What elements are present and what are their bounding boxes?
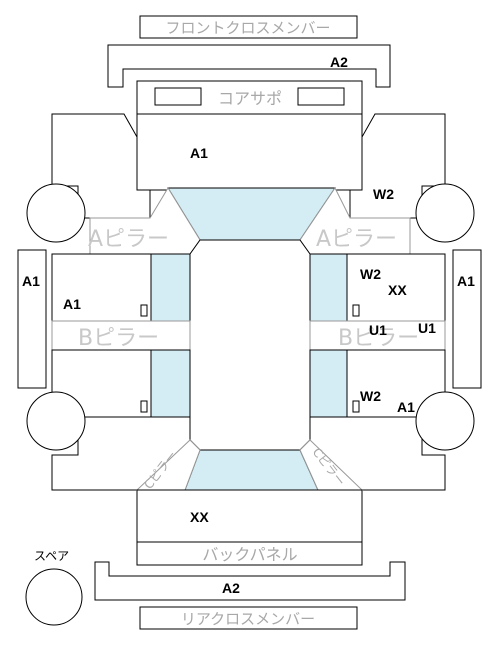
rear-door-window-left[interactable]: [150, 349, 191, 418]
headlight-right[interactable]: [297, 87, 345, 106]
rear-door-handle-left[interactable]: [140, 400, 148, 413]
b-pillar-left-shape[interactable]: [51, 320, 191, 351]
front-door-window-right[interactable]: [309, 253, 348, 322]
rocker-right[interactable]: [452, 249, 482, 389]
rocker-left[interactable]: [17, 249, 47, 389]
rear-cross-member-label: リアクロスメンバー: [181, 610, 315, 628]
rear-cross-member-box[interactable]: [139, 606, 358, 630]
front-door-left-code: A1: [63, 296, 81, 312]
front-door-handle-right[interactable]: [352, 304, 360, 317]
front-door-handle-left[interactable]: [140, 304, 148, 317]
front-cross-member-label: フロントクロスメンバー: [165, 19, 330, 37]
rear-wheel-left[interactable]: [26, 391, 86, 451]
front-cross-member-box[interactable]: [139, 15, 358, 39]
back-panel-label: バックパネル: [202, 545, 297, 564]
rocker-right-code: A1: [457, 273, 475, 289]
rear-door-right-code: W2: [360, 388, 381, 404]
headlight-left[interactable]: [154, 87, 202, 106]
roof[interactable]: [189, 239, 311, 451]
b-pillar-right-code-2: U1: [418, 320, 436, 336]
hood[interactable]: [136, 113, 363, 191]
rear-member-code: A2: [222, 580, 240, 596]
trunk-code: XX: [190, 509, 209, 525]
b-pillar-right-label: Bピラー: [338, 326, 419, 351]
rear-window[interactable]: [184, 449, 319, 491]
rocker-left-code: A1: [22, 273, 40, 289]
core-support-label: コアサポ: [218, 89, 282, 108]
front-fender-right-code: W2: [373, 186, 394, 202]
b-pillar-right-code-1: U1: [369, 322, 387, 338]
front-wheel-left[interactable]: [26, 183, 86, 243]
front-wheel-right[interactable]: [415, 183, 475, 243]
front-member-bracket[interactable]: [107, 44, 391, 88]
rear-door-handle-right[interactable]: [352, 400, 360, 413]
trunk[interactable]: [136, 489, 363, 543]
hood-code: A1: [190, 145, 208, 161]
rear-wheel-right[interactable]: [415, 391, 475, 451]
front-member-code: A2: [330, 54, 348, 70]
back-panel-box[interactable]: [136, 541, 363, 566]
front-door-right-code-1: W2: [360, 266, 381, 282]
front-door-window-left[interactable]: [150, 253, 191, 322]
spare-label: スペア: [34, 549, 69, 563]
rear-door-window-right[interactable]: [309, 349, 348, 418]
a-pillar-left-label: Aピラー: [88, 227, 169, 252]
rear-quarter-right-code: A1: [397, 399, 415, 415]
front-door-right-code-2: XX: [388, 282, 407, 298]
a-pillar-right-label: Aピラー: [316, 227, 397, 252]
b-pillar-left-label: Bピラー: [78, 326, 159, 351]
rear-member-bracket[interactable]: [94, 561, 406, 601]
spare-tire[interactable]: [25, 568, 83, 626]
